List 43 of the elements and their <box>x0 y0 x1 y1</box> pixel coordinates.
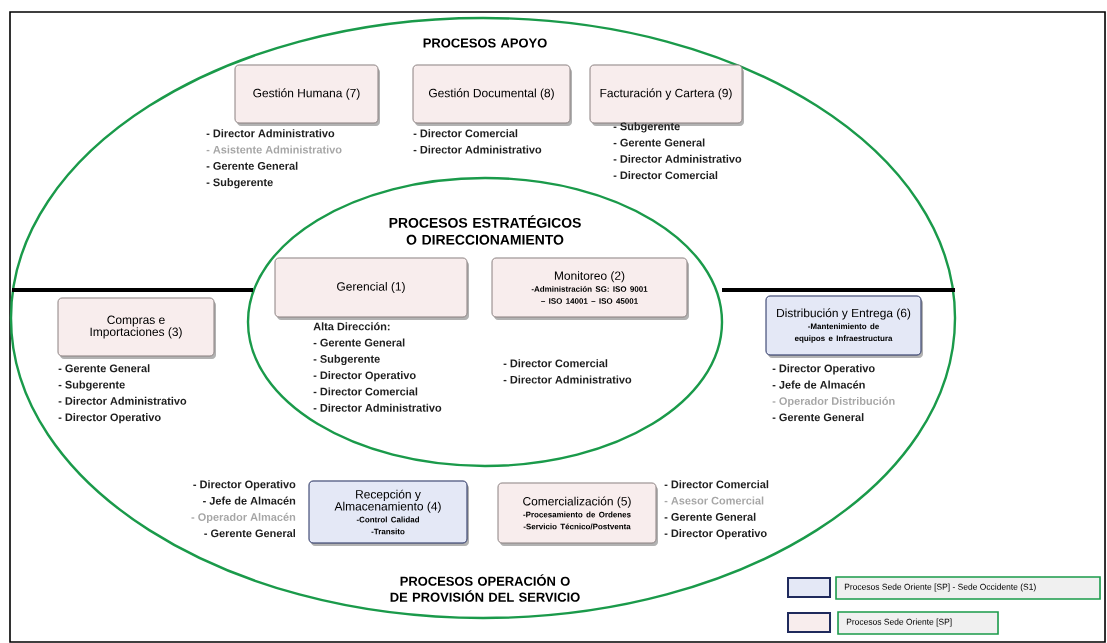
role-label: - Gerente General <box>613 138 705 147</box>
role-label: - Asistente Administrativo <box>206 145 342 154</box>
role-label: - Director Comercial <box>503 359 608 368</box>
role-label: - Director Administrativo <box>503 375 632 384</box>
role-label: - Director Operativo <box>313 371 416 382</box>
role-label: - Gerente General <box>206 161 298 170</box>
role-label: - Gerente General <box>772 413 864 422</box>
role-label: - Director Comercial <box>313 387 418 396</box>
role-label: - Director Comercial <box>413 129 518 138</box>
process-region-ellipse <box>9 16 957 620</box>
role-label: - Director Administrativo <box>313 403 442 412</box>
role-label: - Director Operativo <box>193 480 296 491</box>
role-label: Alta Dirección: <box>313 322 390 331</box>
role-label: - Director Operativo <box>772 364 875 375</box>
role-label: - Director Comercial <box>613 171 718 180</box>
role-label: - Gerente General <box>204 529 295 538</box>
legend-label: Procesos Sede Oriente [SP] - Sede Occidente (S1) <box>835 576 1101 600</box>
role-label: - Operador Almacén <box>191 512 296 524</box>
role-label: - Director Administrativo <box>58 396 187 405</box>
region-title: PROCESOS APOYO <box>423 38 547 48</box>
role-label: - Director Administrativo <box>206 129 335 138</box>
process-box: Gerencial (1) <box>274 257 469 320</box>
process-box: Gestión Documental (8) <box>412 64 572 126</box>
process-box: Gestión Humana (7) <box>234 64 380 126</box>
role-label: - Subgerente <box>206 178 273 189</box>
role-label: - Director Administrativo <box>413 145 542 154</box>
process-box: Compras e Importaciones (3) <box>57 297 216 359</box>
region-title: PROCESOS OPERACIÓN O DE PROVISIÓN DEL SERVICIO <box>390 574 580 602</box>
role-label: - Jefe de Almacén <box>772 380 865 389</box>
role-label: - Subgerente <box>58 380 125 391</box>
role-label: - Gerente General <box>664 512 756 521</box>
role-label: - Director Comercial <box>664 480 769 489</box>
role-label: - Gerente General <box>58 364 150 373</box>
role-label: - Subgerente <box>313 354 380 366</box>
region-title: PROCESOS ESTRATÉGICOS O DIRECCIONAMIENTO <box>389 215 581 245</box>
role-label: - Jefe de Almacén <box>203 496 296 505</box>
role-label: - Operador Distribución <box>772 396 895 408</box>
role-label: - Director Operativo <box>664 529 767 540</box>
role-label: - Gerente General <box>313 338 405 347</box>
role-label: - Asesor Comercial <box>664 496 764 505</box>
legend-label: Procesos Sede Oriente [SP] <box>837 611 999 635</box>
role-label: - Director Administrativo <box>613 154 742 163</box>
role-label: - Director Operativo <box>58 413 161 424</box>
